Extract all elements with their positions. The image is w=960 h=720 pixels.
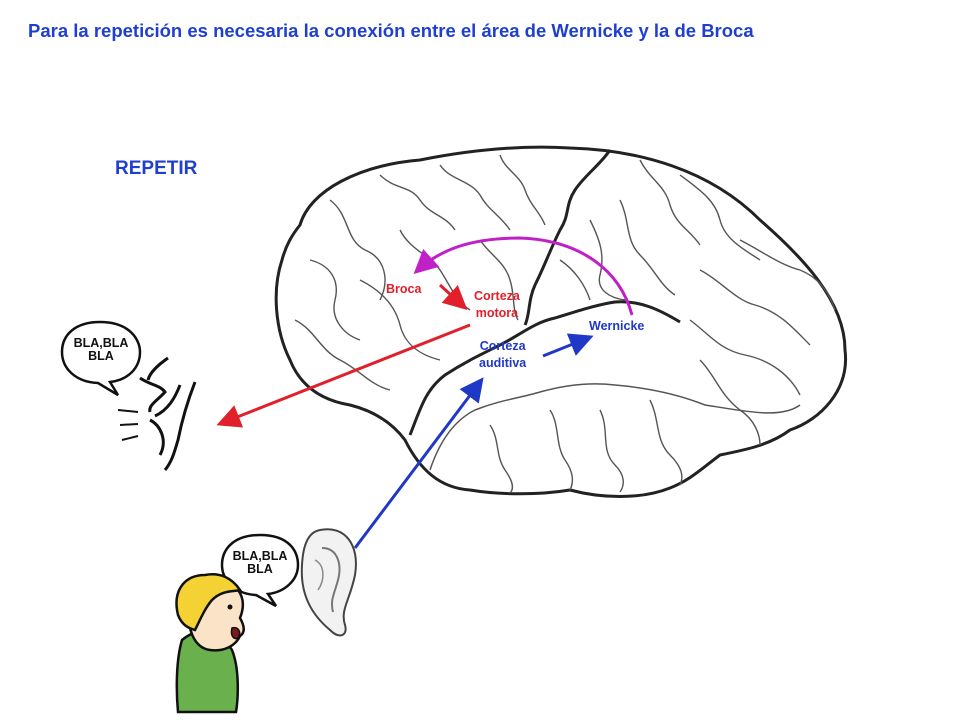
section-label-repetir: REPETIR [115,158,198,179]
label-corteza-auditiva: Corteza auditiva [479,339,527,370]
ear-to-auditory-arrow [353,377,484,549]
auditory-to-wernicke-arrow [542,333,594,358]
mouth-bubble-text: BLA,BLA BLA [73,336,129,363]
broca-to-motor-arrow [438,283,468,311]
label-broca: Broca [386,282,422,296]
boy-bubble-text: BLA,BLA BLA [232,549,288,576]
boy-illustration [175,573,245,714]
page-title: Para la repetición es necesaria la conex… [28,20,754,41]
mouth-speech-bubble [60,320,142,397]
label-wernicke: Wernicke [589,319,645,333]
motor-to-mouth-arrow [216,323,471,428]
label-corteza-motora: Corteza motora [474,289,520,320]
arcuate-fasciculus-arrow [413,236,634,316]
brain-illustration [274,145,848,498]
boy-speech-bubble [220,533,300,608]
ear-icon [300,528,357,637]
mouth-icon [117,356,197,471]
